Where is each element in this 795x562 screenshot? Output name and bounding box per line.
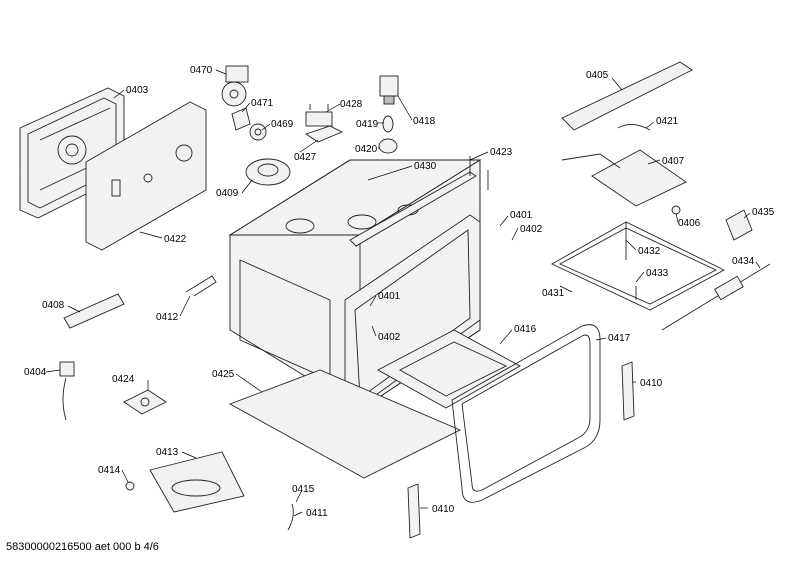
sensor-0421-drawing xyxy=(617,124,651,131)
fan-wheel-0409-drawing xyxy=(245,158,291,186)
washer-0469-drawing xyxy=(249,123,267,141)
part-label-0427: 0427 xyxy=(294,152,317,163)
fan-housing-0413-drawing xyxy=(149,451,245,513)
part-label-0411: 0411 xyxy=(306,508,328,519)
part-label-0417: 0417 xyxy=(608,333,631,344)
part-label-0401-upper: 0401 xyxy=(510,210,533,221)
screw-0406-drawing xyxy=(671,205,681,215)
mains-cable-0404-drawing xyxy=(59,361,75,421)
nut-0414-drawing xyxy=(125,481,135,491)
part-label-0469: 0469 xyxy=(271,119,294,130)
part-label-0402-lower: 0402 xyxy=(378,332,401,343)
grill-element-0407-drawing xyxy=(561,149,687,207)
part-label-0402-upper: 0402 xyxy=(520,224,543,235)
part-label-0409: 0409 xyxy=(216,188,239,199)
part-label-0410-bottom: 0410 xyxy=(432,504,455,515)
part-label-0404: 0404 xyxy=(24,367,47,378)
part-label-0430: 0430 xyxy=(414,161,437,172)
part-label-0413: 0413 xyxy=(156,447,179,458)
pad-0424-drawing xyxy=(123,389,167,415)
part-label-0418: 0418 xyxy=(413,116,436,127)
base-plate-0425-drawing xyxy=(228,369,462,479)
hinge-right-drawing xyxy=(621,361,635,421)
top-cover-0405-drawing xyxy=(561,61,693,131)
part-label-0433: 0433 xyxy=(646,268,669,279)
part-label-0401-lower: 0401 xyxy=(378,291,401,302)
thermostat-0428-drawing xyxy=(305,104,333,127)
part-label-0415: 0415 xyxy=(292,484,315,495)
part-label-0470: 0470 xyxy=(190,65,213,76)
part-label-0425: 0425 xyxy=(212,369,235,380)
drawer-0416-drawing xyxy=(377,329,521,409)
socket-0420-drawing xyxy=(378,138,398,154)
heating-ring-0431-drawing xyxy=(551,221,725,311)
bracket-0427-drawing xyxy=(304,125,344,143)
part-label-0423: 0423 xyxy=(490,147,513,158)
part-label-0410-right: 0410 xyxy=(640,378,663,389)
lamp-0418-drawing xyxy=(379,75,399,105)
leader-lines xyxy=(45,69,761,517)
part-label-0435: 0435 xyxy=(752,207,775,218)
part-label-0422: 0422 xyxy=(164,234,187,245)
part-label-0424: 0424 xyxy=(112,374,135,385)
part-label-0407: 0407 xyxy=(662,156,685,167)
oven-cavity-drawing xyxy=(228,159,482,411)
bulb-0419-drawing xyxy=(382,115,394,133)
part-label-0405: 0405 xyxy=(586,70,609,81)
part-label-0412: 0412 xyxy=(156,312,179,323)
inner-rear-panel-drawing xyxy=(85,101,207,251)
part-label-0432: 0432 xyxy=(638,246,661,257)
part-label-0403: 0403 xyxy=(126,85,149,96)
part-label-0419: 0419 xyxy=(356,119,379,130)
part-label-0471: 0471 xyxy=(251,98,274,109)
part-label-0431: 0431 xyxy=(542,288,565,299)
fan-motor-drawing xyxy=(221,65,249,107)
part-label-0406: 0406 xyxy=(678,218,701,229)
part-label-0414: 0414 xyxy=(98,465,121,476)
heater-0434-drawing xyxy=(661,263,771,331)
part-label-0421: 0421 xyxy=(656,116,679,127)
part-label-0416: 0416 xyxy=(514,324,537,335)
part-label-0420: 0420 xyxy=(355,144,378,155)
wire-0415-drawing xyxy=(287,503,294,531)
part-label-0434: 0434 xyxy=(732,256,755,267)
door-seal-0417-drawing xyxy=(451,324,601,503)
document-id: 58300000216500 aet 000 b 4/6 xyxy=(6,541,159,553)
hinge-bottom-drawing xyxy=(407,483,421,539)
terminal-block-0408-drawing xyxy=(63,293,125,329)
trim-strip-0423-drawing xyxy=(349,156,489,247)
bracket-0412-drawing xyxy=(185,275,217,297)
part-label-0408: 0408 xyxy=(42,300,65,311)
bracket-0471-drawing xyxy=(231,107,251,131)
bracket-0435-drawing xyxy=(725,209,753,241)
part-label-0428: 0428 xyxy=(340,99,363,110)
